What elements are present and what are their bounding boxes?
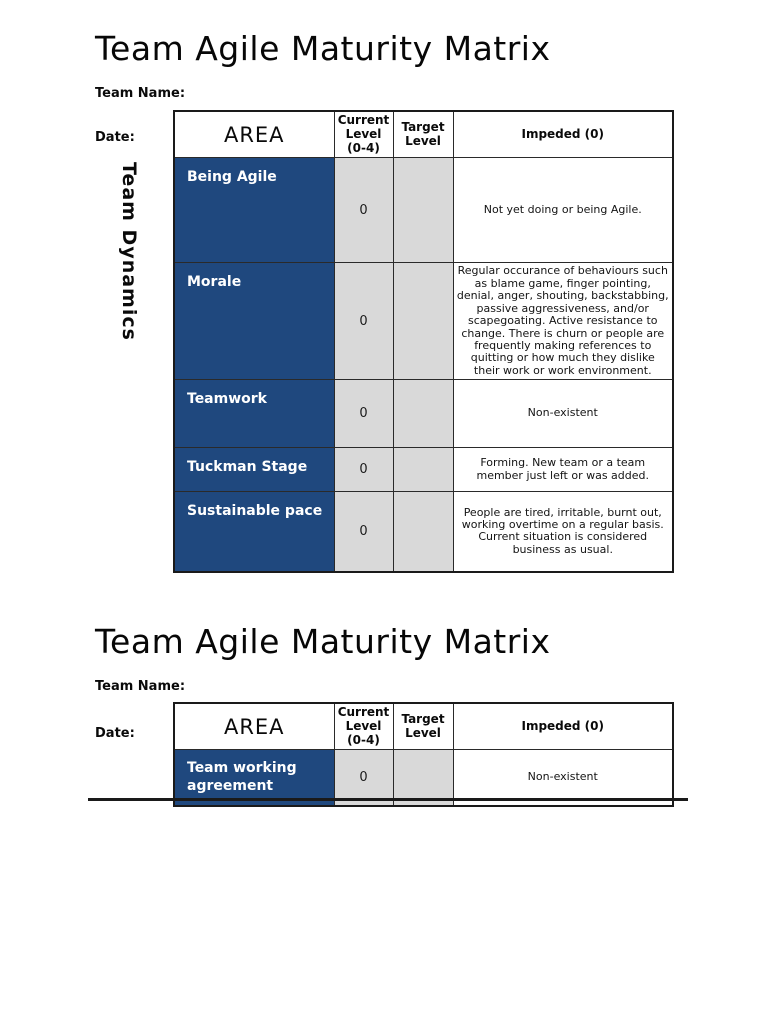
- date-label: Date:: [95, 130, 135, 145]
- table-row: Team working agreement 0 Non-existent: [173, 749, 674, 807]
- area-cell: Morale: [173, 262, 335, 381]
- impeded-cell: People are tired, irritable, burnt out, …: [452, 491, 674, 573]
- target-level-cell: [392, 157, 454, 264]
- table-row: Morale 0 Regular occurance of behaviours…: [173, 262, 674, 381]
- area-cell: Being Agile: [173, 157, 335, 264]
- maturity-table: AREA Current Level (0-4) Target Level Im…: [173, 110, 674, 573]
- target-level-cell: [392, 379, 454, 449]
- category-label-team-dynamics: Team Dynamics: [118, 162, 140, 341]
- area-cell: Tuckman Stage: [173, 447, 335, 493]
- target-level-cell: [392, 447, 454, 493]
- target-level-cell: [392, 491, 454, 573]
- area-column-header: AREA: [173, 110, 335, 159]
- table-row: Sustainable pace 0 People are tired, irr…: [173, 491, 674, 573]
- team-name-label: Team Name:: [95, 679, 186, 694]
- impeded-cell: Non-existent: [452, 379, 674, 449]
- current-level-cell: 0: [333, 157, 394, 264]
- maturity-table: AREA Current Level (0-4) Target Level Im…: [173, 702, 674, 807]
- page-title: Team Agile Maturity Matrix: [95, 622, 551, 661]
- impeded-cell: Regular occurance of behaviours such as …: [452, 262, 674, 381]
- impeded-cell: Non-existent: [452, 749, 674, 807]
- current-level-cell: 0: [333, 379, 394, 449]
- team-name-label: Team Name:: [95, 86, 186, 101]
- impeded-column-header: Impeded (0): [452, 110, 674, 159]
- impeded-cell: Forming. New team or a team member just …: [452, 447, 674, 493]
- horizontal-divider: [88, 798, 688, 801]
- area-cell: Team working agreement: [173, 749, 335, 807]
- table-row: Being Agile 0 Not yet doing or being Agi…: [173, 157, 674, 264]
- current-level-cell: 0: [333, 491, 394, 573]
- table-row: Tuckman Stage 0 Forming. New team or a t…: [173, 447, 674, 493]
- area-cell: Teamwork: [173, 379, 335, 449]
- impeded-column-header: Impeded (0): [452, 702, 674, 751]
- area-column-header: AREA: [173, 702, 335, 751]
- date-label: Date:: [95, 726, 135, 741]
- table-row: Teamwork 0 Non-existent: [173, 379, 674, 449]
- target-level-column-header: Target Level: [392, 702, 454, 751]
- table-header-row: AREA Current Level (0-4) Target Level Im…: [173, 110, 674, 159]
- table-header-row: AREA Current Level (0-4) Target Level Im…: [173, 702, 674, 751]
- impeded-cell: Not yet doing or being Agile.: [452, 157, 674, 264]
- target-level-column-header: Target Level: [392, 110, 454, 159]
- area-cell: Sustainable pace: [173, 491, 335, 573]
- current-level-cell: 0: [333, 749, 394, 807]
- target-level-cell: [392, 262, 454, 381]
- current-level-column-header: Current Level (0-4): [333, 110, 394, 159]
- current-level-cell: 0: [333, 447, 394, 493]
- current-level-cell: 0: [333, 262, 394, 381]
- current-level-column-header: Current Level (0-4): [333, 702, 394, 751]
- page-title: Team Agile Maturity Matrix: [95, 29, 551, 68]
